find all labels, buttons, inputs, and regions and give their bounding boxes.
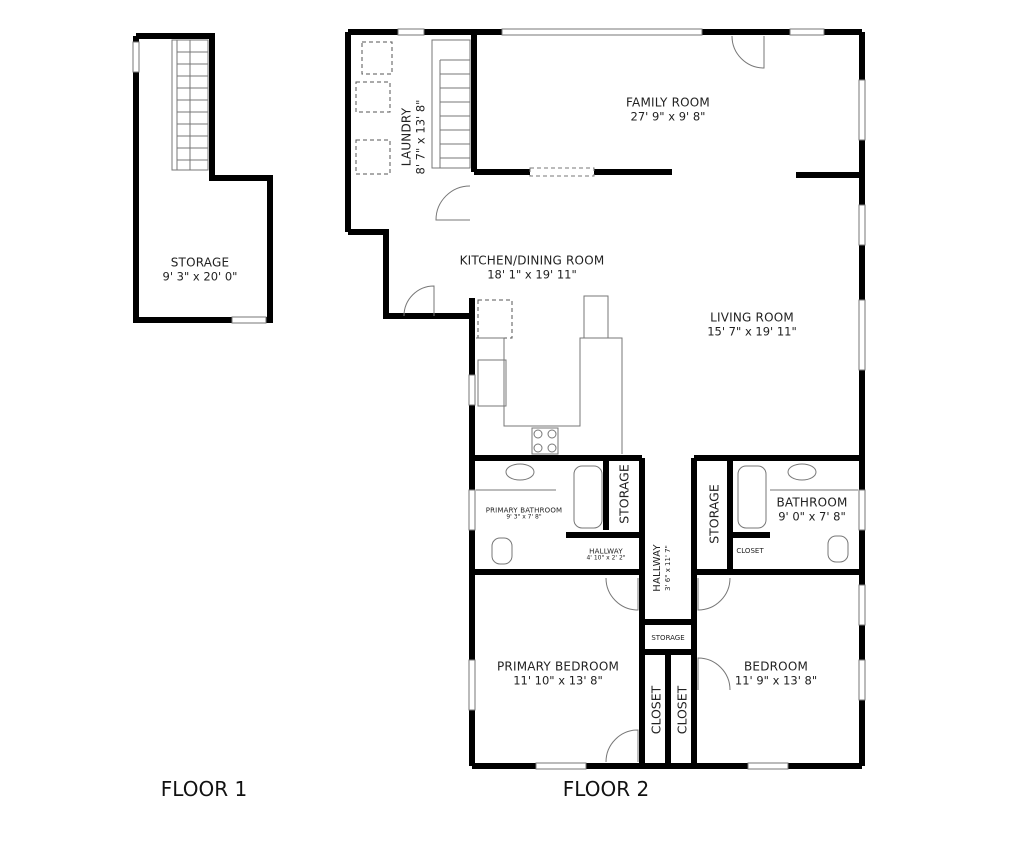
room-label-bedroom: BEDROOM 11' 9" x 13' 8": [735, 660, 817, 687]
room-label-storage-right: STORAGE: [706, 484, 722, 544]
room-label-hallway-long: HALLWAY 3' 6" x 11' 7": [652, 544, 672, 592]
room-label-floor1-storage: STORAGE 9' 3" x 20' 0": [163, 256, 238, 283]
room-name: LAUNDRY: [399, 107, 414, 167]
room-label-storage-left: STORAGE: [616, 464, 632, 524]
room-dimensions: 9' 3" x 20' 0": [162, 269, 238, 284]
room-dimensions: 3' 6" x 11' 7": [663, 545, 672, 591]
floor-2-label: FLOOR 2: [562, 777, 650, 801]
room-label-laundry: LAUNDRY 8' 7" x 13' 8": [399, 99, 428, 175]
floor-1-windows: [132, 41, 267, 324]
floor-1-stairs: [171, 39, 209, 171]
room-dimensions: 15' 7" x 19' 11": [707, 324, 797, 339]
floor-1-walls: [133, 33, 273, 323]
room-name: PRIMARY BATHROOM: [485, 506, 563, 515]
bath-fixtures: [476, 463, 858, 565]
room-label-primary-bedroom: PRIMARY BEDROOM 11' 10" x 13' 8": [497, 660, 619, 687]
room-dimensions: 9' 3" x 7' 8": [506, 513, 542, 521]
room-name: FAMILY ROOM: [626, 95, 710, 110]
room-dimensions: 4' 10" x 2' 2": [586, 554, 626, 562]
door-swings: [403, 35, 765, 763]
room-label-bathroom: BATHROOM 9' 0" x 7' 8": [776, 496, 847, 523]
room-dimensions: 9' 0" x 7' 8": [778, 509, 846, 524]
floor-2-stairs: [431, 39, 471, 169]
room-name: LIVING ROOM: [710, 310, 794, 325]
room-name: BEDROOM: [743, 659, 809, 674]
room-label-closet-right: CLOSET: [674, 685, 690, 735]
kitchen-counters: [476, 295, 623, 455]
room-dimensions: 11' 10" x 13' 8": [513, 673, 603, 688]
room-label-living-room: LIVING ROOM 15' 7" x 19' 11": [707, 311, 797, 338]
room-dimensions: 8' 7" x 13' 8": [413, 99, 428, 175]
room-dimensions: 27' 9" x 9' 8": [630, 109, 706, 124]
room-label-hallway-storage: STORAGE: [651, 634, 685, 642]
room-label-kitchen-dining: KITCHEN/DINING ROOM 18' 1" x 19' 11": [460, 254, 605, 281]
floor-2-appliances: [355, 41, 513, 339]
room-dimensions: 11' 9" x 13' 8": [734, 673, 818, 688]
room-name: STORAGE: [170, 255, 230, 270]
room-label-closet-left: CLOSET: [648, 685, 664, 735]
room-name: HALLWAY: [652, 544, 664, 592]
floor-1-label: FLOOR 1: [160, 777, 248, 801]
room-label-family-room: FAMILY ROOM 27' 9" x 9' 8": [626, 96, 710, 123]
room-label-primary-bathroom: PRIMARY BATHROOM 9' 3" x 7' 8": [486, 507, 563, 522]
room-name: BATHROOM: [776, 495, 848, 510]
floor-2-windows: [397, 28, 866, 770]
room-name: HALLWAY: [589, 547, 623, 556]
room-label-bathroom-closet: CLOSET: [736, 547, 764, 555]
room-label-hallway-short: HALLWAY 4' 10" x 2' 2": [586, 548, 625, 563]
room-dimensions: 18' 1" x 19' 11": [487, 267, 577, 282]
room-name: PRIMARY BEDROOM: [496, 659, 620, 674]
room-name: KITCHEN/DINING ROOM: [459, 253, 605, 268]
